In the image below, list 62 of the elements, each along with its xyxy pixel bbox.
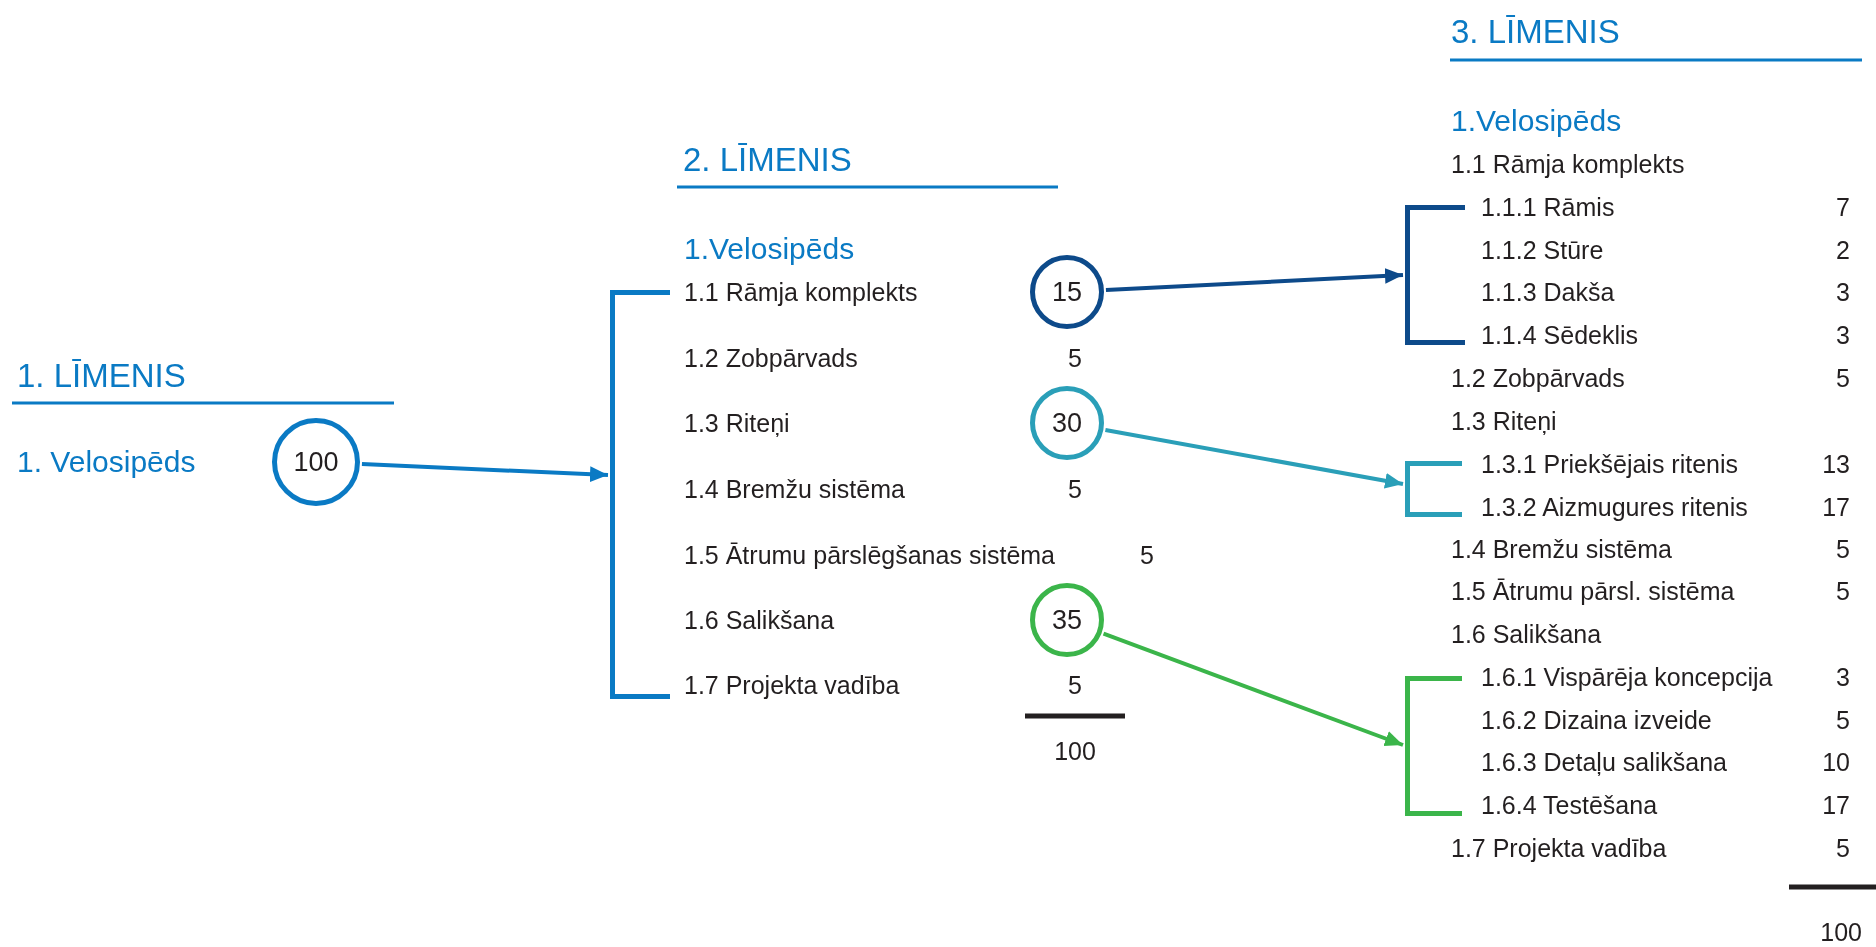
cost-value: 5 <box>1068 343 1082 373</box>
item-label: 1.4 Bremžu sistēma <box>684 474 905 504</box>
arrow <box>1102 631 1404 747</box>
item-title: 1.Velosipēds <box>1451 103 1622 139</box>
arrow <box>361 462 609 483</box>
item-label: 1.3 Riteņi <box>1451 406 1557 436</box>
item-label: 1.6 Salikšana <box>684 605 835 635</box>
cost-value: 10 <box>1822 747 1850 777</box>
cost-value: 17 <box>1822 492 1850 522</box>
cost-value: 5 <box>1836 534 1850 564</box>
item-label: 1.3.1 Priekšējais ritenis <box>1481 449 1739 479</box>
group-bracket <box>1405 461 1462 517</box>
item-label: 1.6.4 Testēšana <box>1481 790 1658 820</box>
item-label: 1.3 Riteņi <box>684 408 790 438</box>
level-heading: 3. LĪMENIS <box>1451 13 1620 51</box>
arrow <box>1105 428 1404 489</box>
cost-value: 5 <box>1068 474 1082 504</box>
cost-value: 7 <box>1836 192 1850 222</box>
cost-value: 5 <box>1140 540 1154 570</box>
item-label: 1.1 Rāmja komplekts <box>1451 149 1685 179</box>
cost-value: 2 <box>1836 235 1850 265</box>
item-label: 1.7 Projekta vadība <box>684 670 900 700</box>
cost-value: 3 <box>1836 320 1850 350</box>
cost-value: 13 <box>1822 449 1850 479</box>
group-bracket <box>610 290 670 699</box>
level-heading: 2. LĪMENIS <box>683 141 852 179</box>
cost-value: 5 <box>1836 363 1850 393</box>
value-circle: 100 <box>272 418 360 506</box>
item-label: 1.6 Salikšana <box>1451 619 1602 649</box>
value-circle: 30 <box>1030 386 1104 460</box>
cost-value: 5 <box>1836 833 1850 863</box>
cost-value: 5 <box>1068 670 1082 700</box>
cost-value: 100 <box>1054 736 1096 766</box>
cost-value: 17 <box>1822 790 1850 820</box>
value-circle: 35 <box>1030 583 1104 657</box>
item-label: 1.2 Zobpārvads <box>1451 363 1625 393</box>
value-circle: 15 <box>1030 255 1104 329</box>
item-label: 1.3.2 Aizmugures ritenis <box>1481 492 1748 522</box>
group-bracket <box>1405 676 1462 816</box>
item-label: 1.1.3 Dakša <box>1481 277 1615 307</box>
item-label: 1.6.2 Dizaina izveide <box>1481 705 1712 735</box>
item-label: 1.4 Bremžu sistēma <box>1451 534 1672 564</box>
cost-value: 5 <box>1836 576 1850 606</box>
item-label: 1.1.1 Rāmis <box>1481 192 1615 222</box>
item-label: 1.1 Rāmja komplekts <box>684 277 918 307</box>
item-title: 1.Velosipēds <box>684 231 855 267</box>
item-label: 1.7 Projekta vadība <box>1451 833 1667 863</box>
item-label: 1.1.4 Sēdeklis <box>1481 320 1639 350</box>
item-label: 1.1.2 Stūre <box>1481 235 1604 265</box>
group-bracket <box>1405 205 1465 345</box>
item-title: 1. Velosipēds <box>17 444 196 480</box>
item-label: 1.5 Ātrumu pārsl. sistēma <box>1451 576 1735 606</box>
cost-value: 3 <box>1836 662 1850 692</box>
item-label: 1.2 Zobpārvads <box>684 343 858 373</box>
cost-value: 5 <box>1836 705 1850 735</box>
level-heading: 1. LĪMENIS <box>17 357 186 395</box>
item-label: 1.6.1 Vispārēja koncepcija <box>1481 662 1773 692</box>
arrow <box>1105 268 1404 293</box>
item-label: 1.6.3 Detaļu salikšana <box>1481 747 1727 777</box>
item-label: 1.5 Ātrumu pārslēgšanas sistēma <box>684 540 1055 570</box>
cost-value: 100 <box>1820 917 1862 947</box>
cost-value: 3 <box>1836 277 1850 307</box>
